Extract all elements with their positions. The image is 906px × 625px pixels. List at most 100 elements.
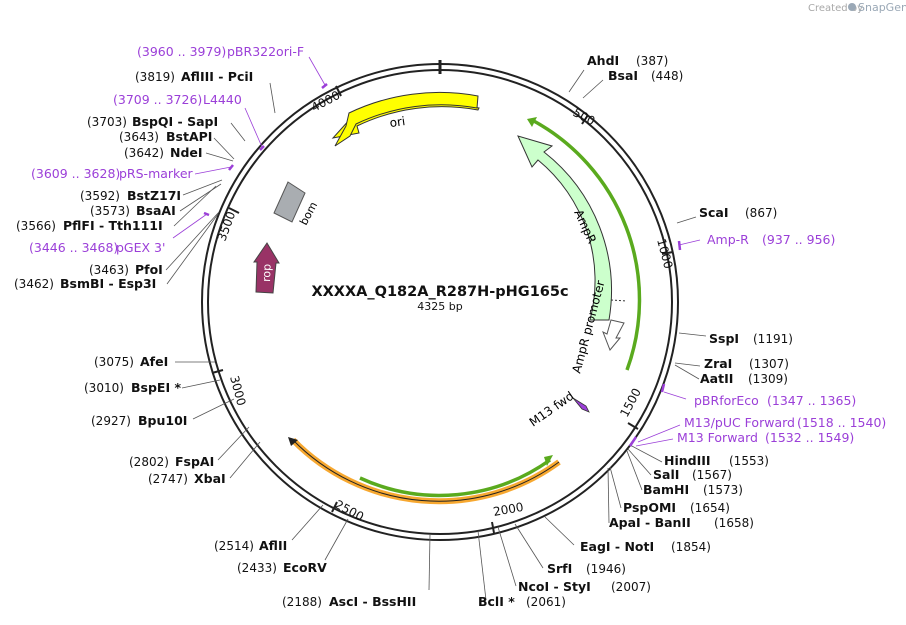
site-eagi-pos: (1854) [671,540,711,554]
site-bsmbi-pos: (3462) [14,277,54,291]
site-pfoi-name[interactable]: PfoI [135,262,163,277]
site-bstapi-name[interactable]: BstAPI [166,129,212,144]
plasmid-length: 4325 bp [417,300,462,313]
leader-hindiii [629,444,663,463]
primer-pbr322ori-name[interactable]: pBR322ori-F [227,44,304,59]
site-pflfi-name[interactable]: PflFI - Tth111I [63,218,163,233]
site-zrai-name[interactable]: ZraI [704,356,732,371]
leader-sali [627,448,652,476]
ampr-promoter-feature[interactable] [602,319,625,351]
site-afliii-name[interactable]: AflIII - PciI [181,69,253,84]
primer-m13fwd-name[interactable]: M13 Forward [677,430,758,445]
tick-2000 [491,521,495,534]
site-apai-name[interactable]: ApaI - BanII [609,515,691,530]
leader-bstz17i [182,179,223,196]
rop-feature[interactable] [253,242,280,294]
site-sspi-name[interactable]: SspI [709,331,739,346]
site-bsaai-pos: (3573) [90,204,130,218]
ampr-outline-arrowhead [527,117,537,127]
orange-arc-arrowhead [288,437,298,446]
site-ecorv-name[interactable]: EcoRV [283,560,327,575]
site-bamhi-name[interactable]: BamHI [643,482,689,497]
primer-m13puc-name[interactable]: M13/pUC Forward [684,415,795,430]
leader-zrai [674,362,701,367]
created-by-text: Created by [808,3,863,14]
ampr-dots [610,299,627,302]
site-afei-name[interactable]: AfeI [140,354,168,369]
site-aflii-name[interactable]: AflII [259,538,287,553]
site-asci-name[interactable]: AscI - BssHII [329,594,416,609]
site-hindiii-name[interactable]: HindIII [664,453,711,468]
site-sali-pos: (1567) [692,468,732,482]
leader-bstapi [213,137,235,160]
site-sali-name[interactable]: SalI [653,467,679,482]
primer-pbrforeco-range: (1347 .. 1365) [767,393,856,408]
site-bpu10i-name[interactable]: Bpu10I [138,413,187,428]
primer-prsmarker-name[interactable]: pRS-marker [119,166,194,181]
site-pspomi-pos: (1654) [690,501,730,515]
leader-prsmarker [194,166,232,175]
leader-bamhi [626,450,643,491]
site-eagi-name[interactable]: EagI - NotI [580,539,654,554]
tick-label-500: 500 [571,105,598,128]
site-pspomi-name[interactable]: PspOMI [623,500,676,515]
tick-label-1500: 1500 [617,386,644,420]
site-pflfi-pos: (3566) [16,219,56,233]
primer-marks [203,83,682,447]
tick-label-1000: 1000 [654,237,675,270]
site-srfi-pos: (1946) [586,562,626,576]
tick-label-2000: 2000 [492,500,525,519]
primer-pbrforeco-name[interactable]: pBRforEco [694,393,759,408]
orange-arc [290,437,561,505]
leader-bsai [582,79,604,99]
leader-ampr-primer [678,239,701,246]
site-ncoi-pos: (2007) [611,580,651,594]
ampr-promoter-label: AmpR promoter [569,279,607,375]
primer-pgex3-name[interactable]: pGEX 3' [116,240,165,255]
site-ahdi-pos: (387) [636,54,668,68]
leader-bspqi [230,122,246,142]
site-bcli-name[interactable]: BclI * [478,594,515,609]
site-scai-pos: (867) [745,206,777,220]
ampr-outline-arc [531,118,642,371]
site-bsai-name[interactable]: BsaI [608,68,638,83]
site-fspai-pos: (2802) [129,455,169,469]
mark-pgex3 [203,211,210,217]
site-bspei-name[interactable]: BspEI * [131,380,181,395]
site-ahdi-name[interactable]: AhdI [587,53,619,68]
leader-aflii [291,504,324,541]
site-scai-name[interactable]: ScaI [699,205,729,220]
site-bspqi-name[interactable]: BspQI - SapI [132,114,218,129]
site-bsaai-name[interactable]: BsaAI [136,203,176,218]
site-srfi-name[interactable]: SrfI [547,561,572,576]
leader-eagi [544,516,575,546]
site-bsmbi-name[interactable]: BsmBI - Esp3I [60,276,156,291]
site-aatii-name[interactable]: AatII [700,371,733,386]
site-bstz17i-name[interactable]: BstZ17I [127,188,181,203]
m13-fwd-label: M13 fwd [527,389,577,430]
site-fspai-name[interactable]: FspAI [175,454,214,469]
site-xbai-pos: (2747) [148,472,188,486]
tick-label-4000: 4000 [309,88,343,115]
plasmid-name: XXXXA_Q182A_R287H-pHG165c [311,284,568,300]
site-xbai-name[interactable]: XbaI [194,471,226,486]
tick-3000 [211,369,224,374]
leader-pspomi [609,466,622,509]
primer-l4440-name[interactable]: L4440 [203,92,242,107]
leader-fspai [217,426,250,461]
tick-500 [581,114,589,125]
bom-feature[interactable] [273,181,306,223]
ori-feature-body[interactable] [334,91,479,147]
site-bstz17i-pos: (3592) [80,189,120,203]
m13-fwd-feature[interactable] [572,397,590,413]
site-bamhi-pos: (1573) [703,483,743,497]
primer-ampr-name[interactable]: Amp-R [707,232,749,247]
leader-bcli [477,530,487,601]
site-ncoi-name[interactable]: NcoI - StyI [518,579,591,594]
leader-pflfi [173,185,217,227]
tick-2500 [331,501,338,513]
primer-l4440-range: (3709 .. 3726) [113,92,202,107]
site-ndei-name[interactable]: NdeI [170,145,203,160]
ampr-feature[interactable] [517,135,612,321]
